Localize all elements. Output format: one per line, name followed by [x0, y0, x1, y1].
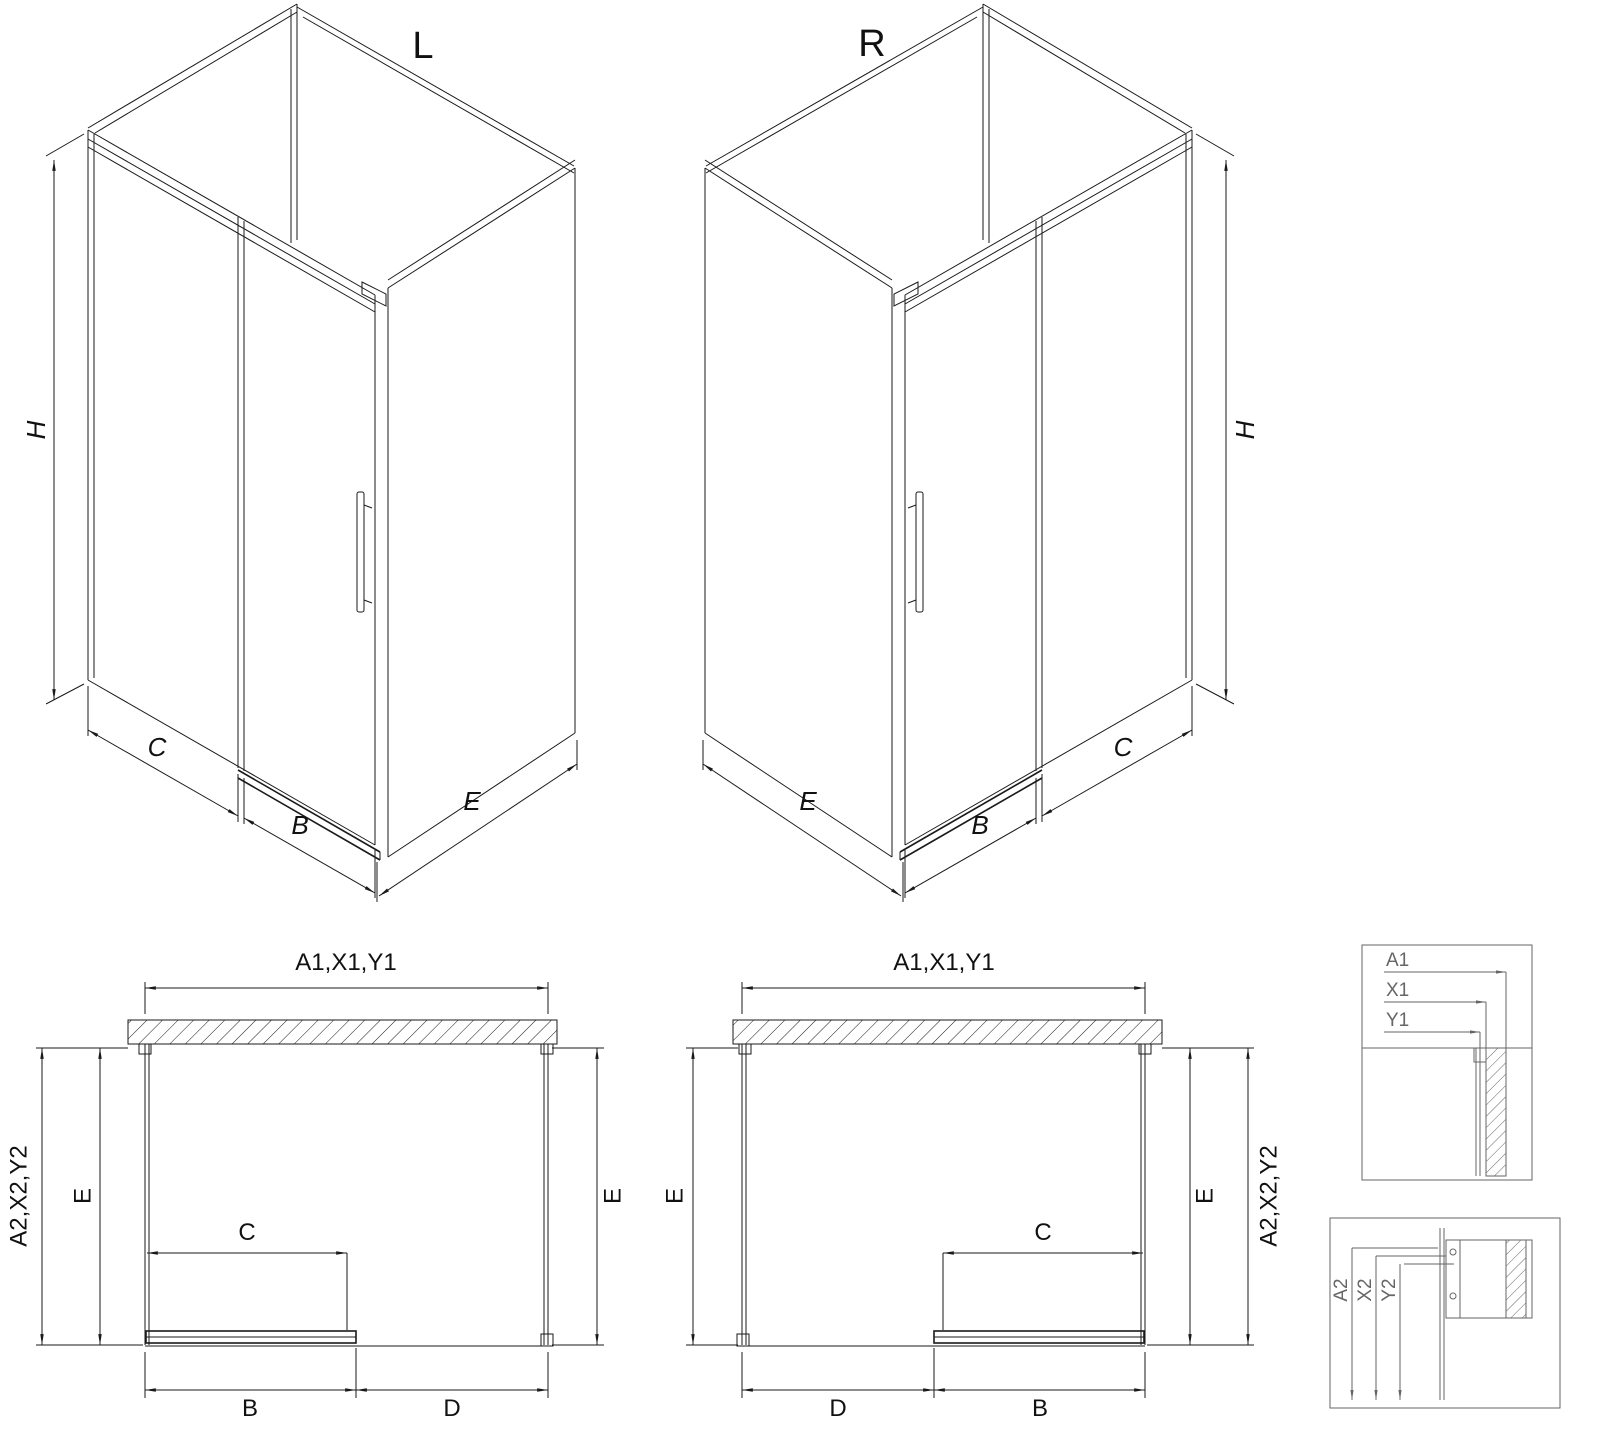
wall-section: [1485, 1047, 1507, 1177]
door-handle: [356, 491, 365, 613]
detail-label-x2: X2: [1355, 1278, 1376, 1301]
dim-label-a1x1y1-left: A1,X1,Y1: [295, 949, 396, 976]
detail-label-a2: A2: [1331, 1278, 1352, 1301]
plan-right-dimensions: A1,X1,Y1 A2,X2,Y2 E E C D B: [661, 949, 1282, 1422]
wall-section: [1505, 1239, 1527, 1319]
wall-section-hatched: [127, 1019, 558, 1045]
fastener-screw: [1449, 1248, 1457, 1256]
corner-connector: [893, 281, 919, 307]
iso-right-dimensions: H C B E: [702, 133, 1260, 902]
corner-profile: [736, 1333, 750, 1347]
detail-frame: [1329, 1217, 1561, 1409]
dim-label-c-plan-right: C: [1034, 1219, 1051, 1246]
wall-profile-left: [138, 1043, 152, 1055]
detail-inset-top: A1 X1 Y1: [1361, 944, 1533, 1181]
dim-label-b-plan-right: B: [1032, 1395, 1048, 1422]
detail-label-y2: Y2: [1379, 1278, 1400, 1301]
dim-label-e-right: E: [799, 786, 817, 816]
dim-label-h-right: H: [1230, 420, 1260, 439]
variant-left-title: L: [412, 25, 433, 67]
detail-frame: [1361, 944, 1533, 1181]
wall-section-hatched: [732, 1019, 1163, 1045]
plan-left-drawing: [127, 1019, 558, 1347]
dim-label-d-plan-right: D: [829, 1395, 846, 1422]
door-handle: [915, 491, 924, 613]
dim-label-e-left-inner: E: [69, 1188, 96, 1204]
iso-left-dimensions: H C B E: [21, 133, 578, 902]
dim-label-h-left: H: [21, 420, 51, 439]
plan-right-drawing: [732, 1019, 1163, 1347]
detail-label-y1: Y1: [1386, 1010, 1409, 1031]
dim-label-a2x2y2-left: A2,X2,Y2: [5, 1145, 32, 1246]
dim-label-a1x1y1-right: A1,X1,Y1: [893, 949, 994, 976]
dim-label-c-right: C: [1114, 732, 1133, 762]
wall-profile: [1473, 1047, 1487, 1063]
corner-connector: [361, 281, 387, 307]
detail-inset-bottom: A2 X2 Y2: [1329, 1217, 1561, 1409]
detail-label-x1: X1: [1386, 980, 1409, 1001]
dim-label-a2x2y2-right: A2,X2,Y2: [1255, 1145, 1282, 1246]
detail-label-a1: A1: [1386, 950, 1409, 971]
plan-left-dimensions: A1,X1,Y1 A2,X2,Y2 E E C B D: [5, 949, 626, 1422]
wall-profile-left: [738, 1043, 752, 1055]
profile-section: [1445, 1239, 1533, 1319]
dim-label-b-plan-left: B: [242, 1395, 258, 1422]
variant-right-title: R: [858, 23, 885, 65]
dim-label-e-left-outer: E: [661, 1188, 688, 1204]
fastener-screw: [1449, 1292, 1457, 1300]
dim-label-b-right: B: [971, 810, 988, 840]
dim-label-e-left-outer: E: [599, 1188, 626, 1204]
dim-label-e-left: E: [463, 786, 481, 816]
dim-label-e-right-inner: E: [1191, 1188, 1218, 1204]
dim-label-c-plan-left: C: [238, 1219, 255, 1246]
wall-profile-right: [1138, 1043, 1152, 1055]
dim-label-c-left: C: [148, 732, 167, 762]
wall-profile-right: [540, 1043, 554, 1055]
dim-label-d-plan-left: D: [443, 1395, 460, 1422]
dim-label-b-left: B: [291, 810, 308, 840]
corner-profile: [540, 1333, 554, 1347]
